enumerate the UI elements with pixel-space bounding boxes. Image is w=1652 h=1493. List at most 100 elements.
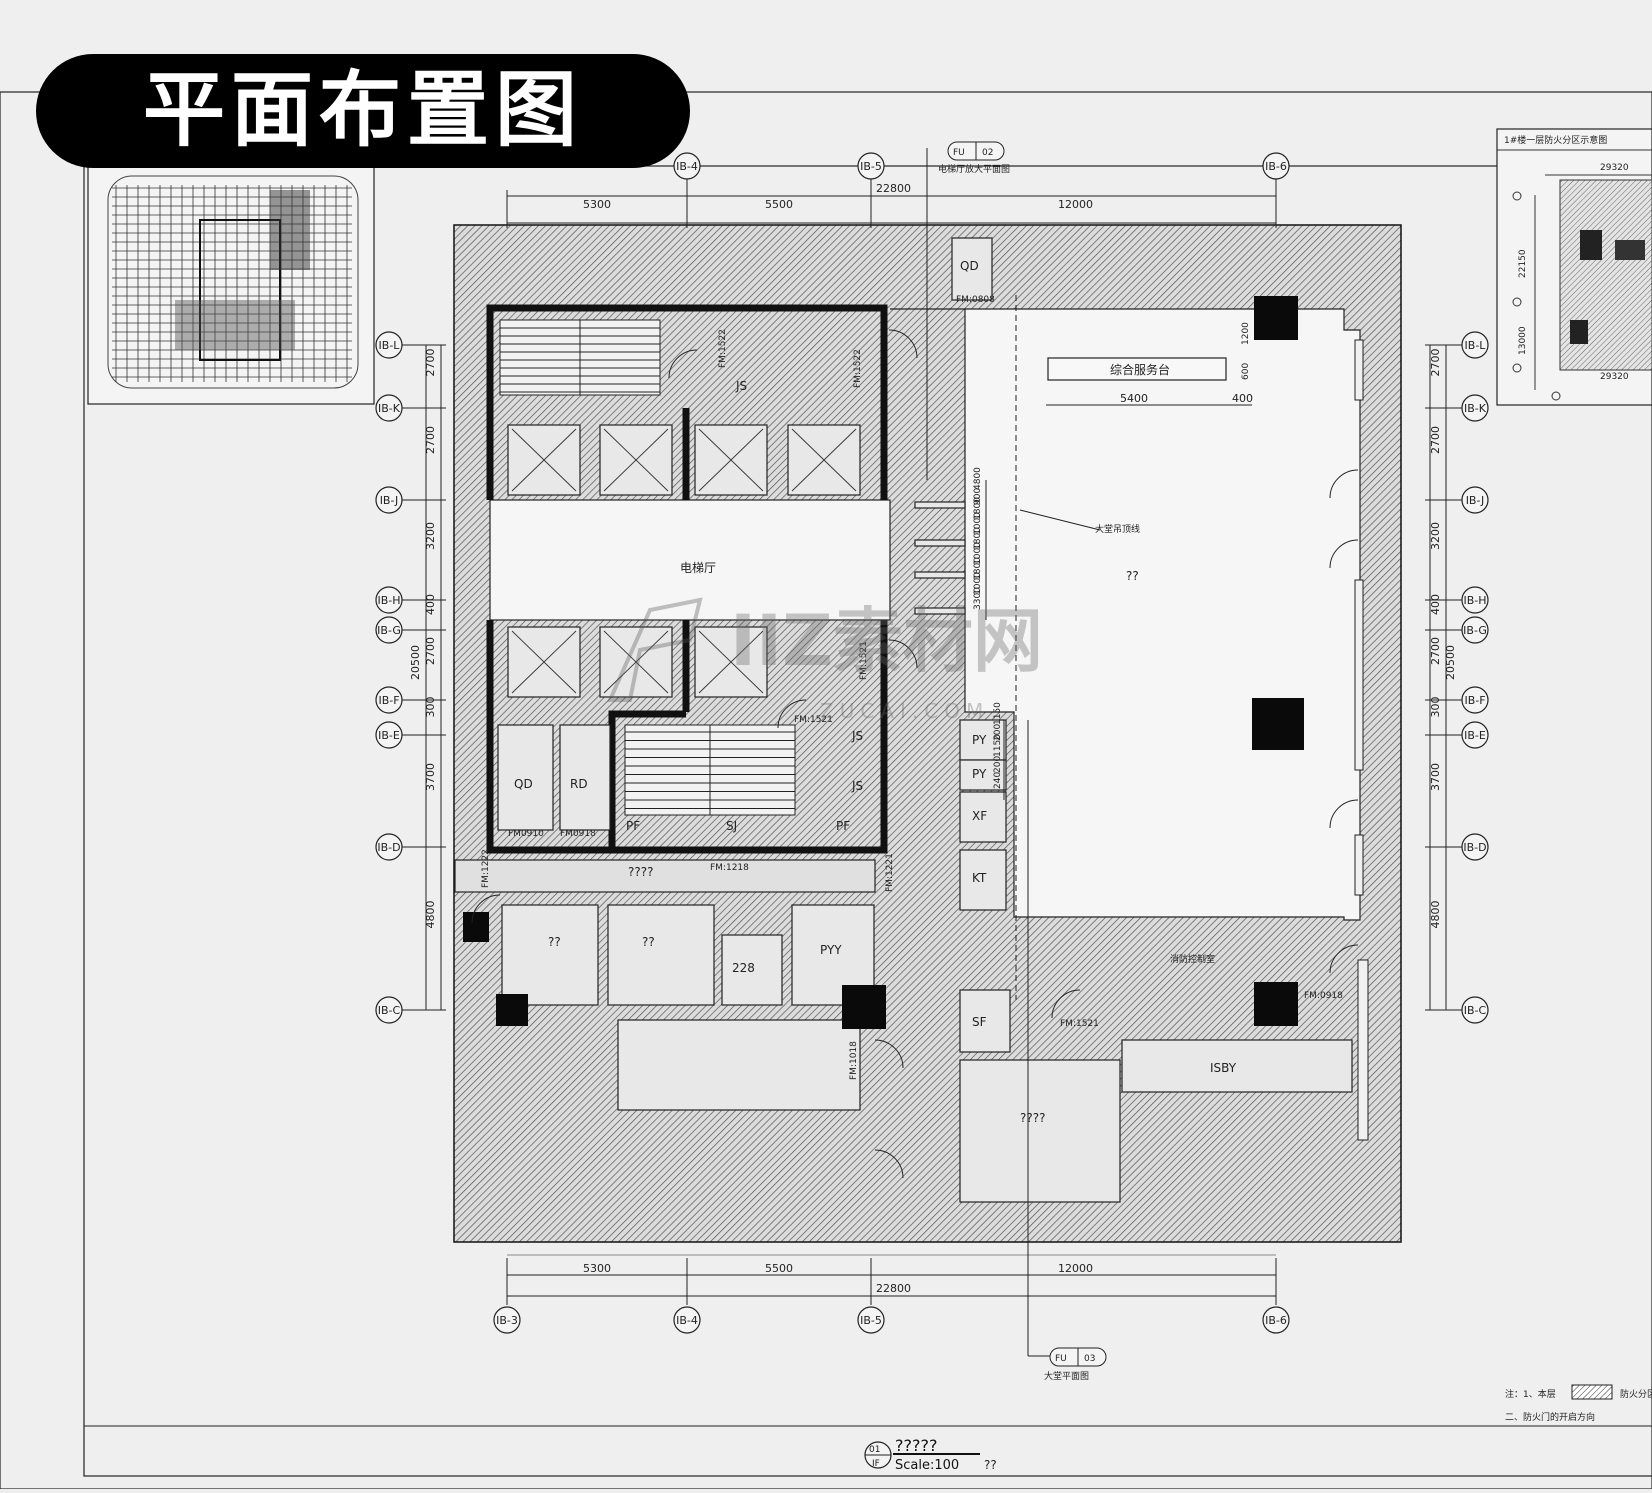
svg-text:IB-K: IB-K <box>1464 402 1487 415</box>
room-labels: QD ?? 电梯厅 PY PY XF KT QD RD PF PF SJ JS … <box>514 259 1237 1125</box>
label-sf: SF <box>972 1015 987 1029</box>
svg-text:IB-6: IB-6 <box>1265 160 1287 173</box>
label-rd: RD <box>570 777 588 791</box>
door-swing <box>888 639 918 669</box>
legend-swatch-text: 防火分区 <box>1620 1388 1652 1400</box>
mid-dim: 1000 <box>973 572 983 595</box>
door-fm1218: FM:1218 <box>710 863 749 873</box>
grid-bubble-right: IB-D <box>1461 833 1489 861</box>
legend-line2: 二、防火门的开启方向 <box>1505 1411 1595 1423</box>
dim-vertical: 400 <box>1429 594 1442 615</box>
dim-bottom-1: 5300 <box>583 1262 611 1275</box>
label-py2: PY <box>972 767 987 781</box>
dim-vertical-total: 20500 <box>1444 645 1457 680</box>
door-fm0918b: FM:0918 <box>1304 991 1343 1001</box>
grid-bubble-right: IB-G <box>1461 616 1489 644</box>
grid-bubble-left: IB-D <box>375 833 403 861</box>
label-fire-control: 消防控制室 <box>1170 953 1215 965</box>
grid-bubble-right: IB-K <box>1461 394 1489 422</box>
mid-dim: 900 <box>973 488 983 505</box>
inset-title: 1#楼一层防火分区示意图 <box>1504 134 1607 146</box>
mid-dim: 1000 <box>973 542 983 565</box>
counter-label: 综合服务台 <box>1110 362 1170 377</box>
room-py1 <box>959 719 1007 761</box>
site-key-plan <box>87 165 375 405</box>
svg-text:IB-4: IB-4 <box>676 1314 698 1327</box>
fire-zone-inset: 1#楼一层防火分区示意图 29320 22150 13000 29320 <box>1496 128 1652 406</box>
inset-dim-top: 29320 <box>1600 163 1629 173</box>
grid-bubble-right: IB-J <box>1461 486 1489 514</box>
dim-vertical: 4800 <box>424 901 437 929</box>
door-fm1521b: FM:1521 <box>859 641 869 680</box>
label-xf: XF <box>972 809 987 823</box>
label-qd: QD <box>514 777 533 791</box>
counter-gap: 400 <box>1232 392 1253 405</box>
dim-vertical: 3200 <box>424 522 437 550</box>
grid-bubble-bottom: IB-6 <box>1262 1306 1290 1334</box>
svg-text:IB-C: IB-C <box>1464 1004 1487 1017</box>
stair-top <box>499 319 661 396</box>
reception-counter: 综合服务台 5400 400 1200 600 <box>1046 322 1253 406</box>
grid-bubble-bottom: IB-5 <box>857 1306 885 1334</box>
label-lobby: 电梯厅 <box>680 561 716 575</box>
dim-bottom-2: 5500 <box>765 1262 793 1275</box>
svg-text:IB-J: IB-J <box>380 494 399 507</box>
watermark-url: ZUCAI.COM <box>820 699 989 723</box>
dim-vertical: 2700 <box>1429 426 1442 454</box>
callout-03-id: FU <box>1055 1354 1067 1364</box>
dim-vertical-total: 20500 <box>409 645 422 680</box>
room-xf <box>959 791 1007 843</box>
dim-vertical: 2700 <box>424 426 437 454</box>
grid-bubble-left: IB-H <box>375 586 403 614</box>
dim-vertical: 3700 <box>424 763 437 791</box>
room-r1 <box>501 904 599 1006</box>
svg-text:IB-L: IB-L <box>1465 339 1487 352</box>
door-fm1522b: FM:1522 <box>718 329 728 368</box>
leader-note: 大堂吊顶线 <box>1095 523 1140 535</box>
dim-bottom-3: 12000 <box>1058 1262 1093 1275</box>
curtain-wall <box>1354 339 1369 1141</box>
columns <box>463 296 1304 1029</box>
room-isby <box>1121 1039 1353 1093</box>
column <box>842 985 886 1029</box>
dim-vertical: 3200 <box>1429 522 1442 550</box>
title-num: 01 <box>869 1445 880 1455</box>
svg-text:IB-F: IB-F <box>1464 694 1485 707</box>
mid-dim: 1150 <box>993 702 1003 725</box>
dim-top-total: 22800 <box>876 182 911 195</box>
grid-bubble-left: IB-G <box>375 616 403 644</box>
mid-dim: 1800 <box>973 497 983 520</box>
room-lower <box>617 1019 861 1111</box>
door-swing <box>1329 469 1359 499</box>
door-swing <box>777 699 807 729</box>
svg-text:IB-D: IB-D <box>1463 841 1486 854</box>
grid-bubble-right: IB-E <box>1461 721 1489 749</box>
svg-text:IB-D: IB-D <box>377 841 400 854</box>
label-store: ???? <box>1020 1111 1045 1125</box>
bottom-dimensions <box>506 1254 1277 1305</box>
label-js1: JS <box>735 379 747 393</box>
label-js3: JS <box>851 779 863 793</box>
right-dimensions <box>1429 345 1447 1010</box>
room-py2 <box>959 759 1007 791</box>
svg-text:IB-J: IB-J <box>1466 494 1485 507</box>
room-qd-top <box>951 237 993 301</box>
grid-bubble-left: IB-F <box>375 686 403 714</box>
column <box>463 912 489 942</box>
label-hall: ?? <box>1126 569 1139 583</box>
dim-top-2: 5500 <box>765 198 793 211</box>
grid-bubble-bottom: IB-4 <box>673 1306 701 1334</box>
svg-text:IB-5: IB-5 <box>860 1314 882 1327</box>
door-fm1521a: FM:1521 <box>794 715 833 725</box>
door-swing <box>874 1039 904 1069</box>
door-swing <box>1329 539 1359 569</box>
dim-vertical: 300 <box>1429 697 1442 718</box>
column <box>1254 982 1298 1026</box>
main-lobby-hall <box>890 308 1361 921</box>
dim-vertical: 2700 <box>1429 349 1442 377</box>
mid-dim: 4800 <box>973 467 983 490</box>
svg-text:IB-E: IB-E <box>1464 729 1486 742</box>
label-sj: SJ <box>726 819 737 833</box>
grid-bubble-left: IB-E <box>375 721 403 749</box>
mid-dim: 1150 <box>993 734 1003 757</box>
